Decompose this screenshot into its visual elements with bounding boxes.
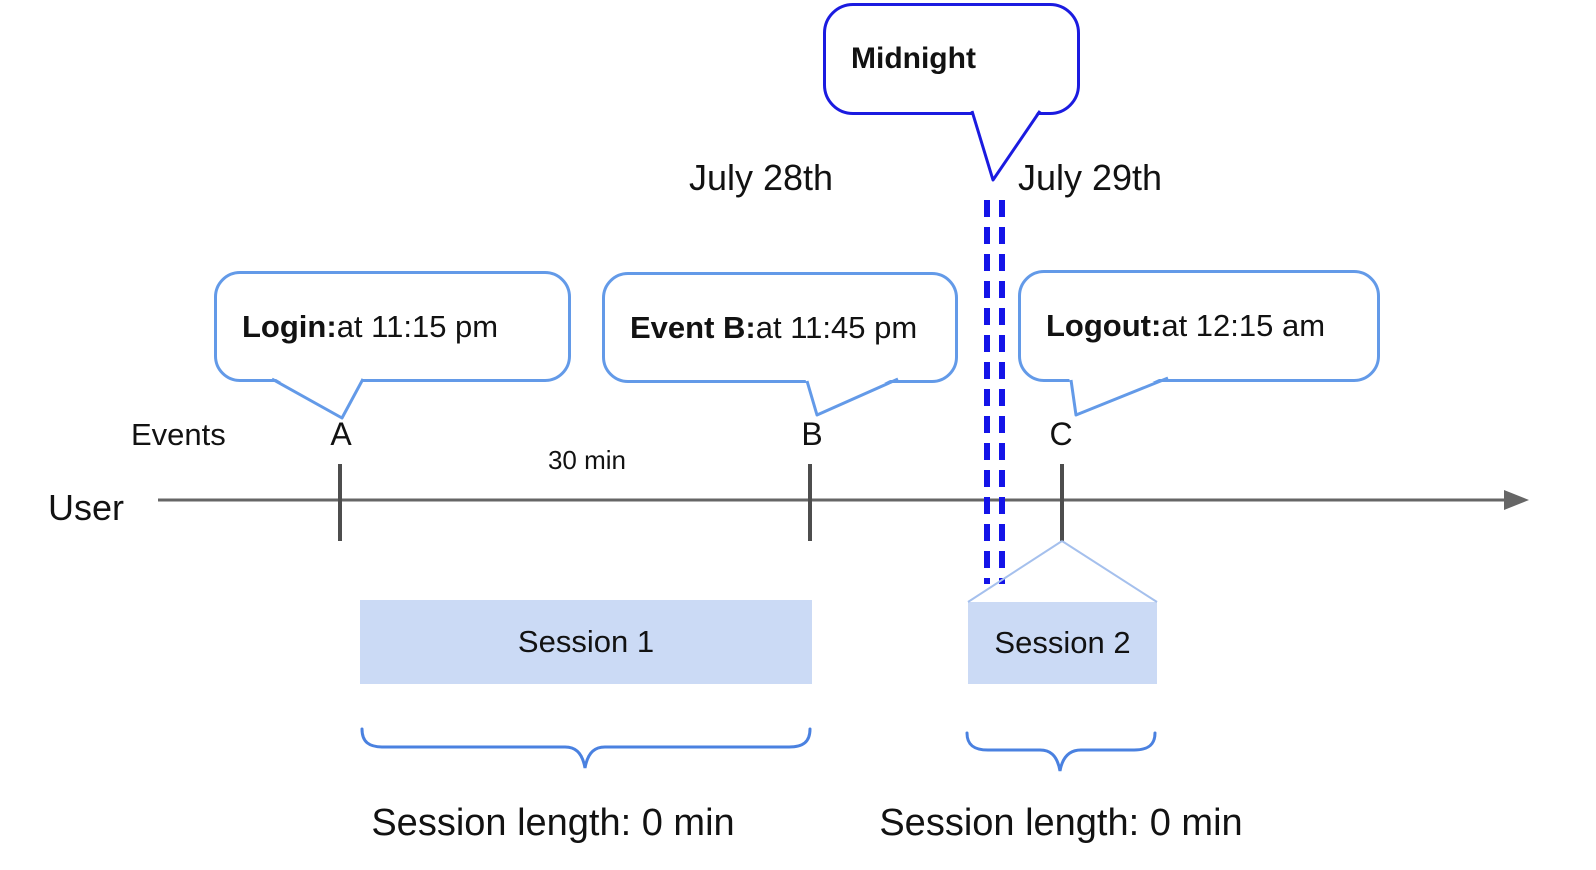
session-1-length-label: Session length: 0 min (371, 802, 735, 844)
login-callout-title: Login: (242, 308, 337, 344)
login-callout: Login: at 11:15 pm (214, 271, 571, 382)
user-label: User (48, 487, 125, 528)
logout-callout-detail: at 12:15 am (1161, 308, 1326, 343)
events-axis-label: Events (131, 417, 226, 452)
login-callout-detail: at 11:15 pm (336, 308, 499, 344)
logout-callout-pointer-edge (1069, 376, 1169, 417)
timeline-arrowhead-icon (1504, 490, 1529, 510)
midnight-callout: Midnight (823, 3, 1080, 115)
session-2-brace (965, 731, 1157, 772)
event-b-callout-pointer-edge (805, 377, 899, 417)
interval-label: 30 min (547, 445, 627, 475)
session-2-box: Session 2 (968, 602, 1157, 684)
event-b-callout-detail: at 11:45 pm (755, 309, 918, 345)
login-callout-pointer-edge (271, 377, 365, 420)
event-b-callout: Event B: at 11:45 pm (602, 272, 958, 383)
login-callout-pointer (271, 376, 364, 418)
session-2-length-label: Session length: 0 min (879, 802, 1243, 844)
event-b-callout-title: Event B: (630, 309, 756, 345)
event-letter-c: C (1049, 416, 1073, 452)
date-label-july-28: July 28th (688, 157, 834, 198)
session-2-funnel-left (967, 540, 1063, 603)
session-1-brace (360, 727, 812, 769)
event-letter-a: A (330, 416, 352, 452)
logout-callout: Logout: at 12:15 am (1018, 270, 1380, 382)
midnight-callout-label: Midnight (851, 42, 976, 75)
session-2-label: Session 2 (994, 625, 1131, 660)
session-2-funnel-right (1061, 540, 1158, 603)
date-label-july-29: July 29th (1017, 157, 1163, 198)
session-1-label: Session 1 (517, 624, 655, 659)
logout-callout-title: Logout: (1046, 308, 1162, 343)
event-letter-b: B (801, 416, 823, 452)
session-1-box: Session 1 (360, 600, 812, 684)
